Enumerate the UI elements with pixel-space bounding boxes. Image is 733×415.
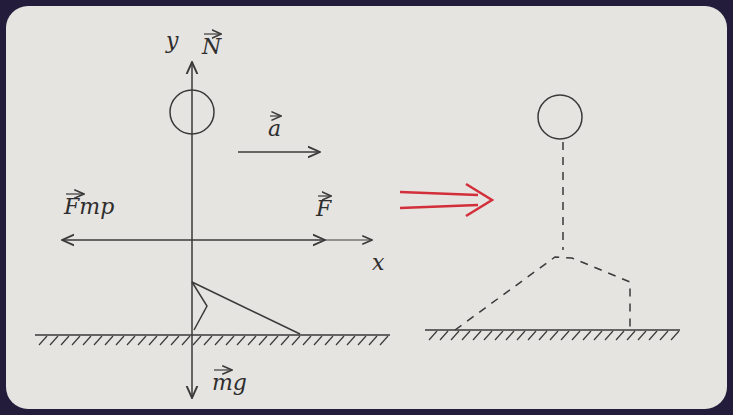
force-label: N bbox=[202, 36, 221, 58]
hatch-mark bbox=[105, 336, 113, 345]
axis-label: x bbox=[372, 252, 384, 274]
transition-arrow bbox=[400, 205, 478, 208]
hatch-mark bbox=[358, 336, 366, 345]
hatch-mark bbox=[149, 336, 157, 345]
hatch-mark bbox=[660, 331, 668, 340]
friction-arrow bbox=[62, 239, 192, 241]
hatch-mark bbox=[226, 336, 234, 345]
force-label: F bbox=[316, 198, 331, 220]
hatch-mark bbox=[182, 336, 190, 345]
head-circle bbox=[538, 95, 582, 139]
hatch-mark bbox=[160, 336, 168, 345]
hatch-mark bbox=[605, 331, 613, 340]
hatch-mark bbox=[517, 331, 525, 340]
dashed-fallen-figure bbox=[455, 257, 630, 330]
normal-force-arrow bbox=[191, 62, 193, 240]
hatch-mark bbox=[193, 336, 201, 345]
hatch-mark bbox=[594, 331, 602, 340]
hatch-mark bbox=[616, 331, 624, 340]
hatch-mark bbox=[292, 336, 300, 345]
bent-leg bbox=[192, 282, 207, 330]
vector-sign bbox=[270, 115, 281, 116]
hatch-mark bbox=[528, 331, 536, 340]
hatch-mark bbox=[50, 336, 58, 345]
hatch-mark bbox=[572, 331, 580, 340]
dashed-body bbox=[562, 142, 564, 250]
force-label: Fтр bbox=[64, 196, 114, 218]
transition-arrowhead bbox=[466, 184, 492, 216]
vector-sign bbox=[204, 33, 221, 34]
hatch-mark bbox=[94, 336, 102, 345]
hatch-mark bbox=[72, 336, 80, 345]
hatch-mark bbox=[583, 331, 591, 340]
hatch-mark bbox=[506, 331, 514, 340]
hatch-mark bbox=[270, 336, 278, 345]
hatch-mark bbox=[215, 336, 223, 345]
hatch-mark bbox=[369, 336, 377, 345]
hatch-mark bbox=[259, 336, 267, 345]
hatch-mark bbox=[248, 336, 256, 345]
hatch-mark bbox=[451, 331, 459, 340]
hatch-mark bbox=[380, 336, 388, 345]
hatch-mark bbox=[204, 336, 212, 345]
hatch-mark bbox=[237, 336, 245, 345]
hatch-mark bbox=[314, 336, 322, 345]
hatch-mark bbox=[325, 336, 333, 345]
hatch-mark bbox=[550, 331, 558, 340]
hatch-mark bbox=[484, 331, 492, 340]
hatch-mark bbox=[347, 336, 355, 345]
hatch-mark bbox=[281, 336, 289, 345]
vector-sign bbox=[214, 369, 232, 370]
vector-sign bbox=[66, 193, 84, 194]
force-label: mg bbox=[212, 372, 247, 394]
hatch-mark bbox=[39, 336, 47, 345]
hatch-mark bbox=[429, 331, 437, 340]
hatch-mark bbox=[440, 331, 448, 340]
transition-arrow bbox=[400, 192, 478, 195]
hatch-mark bbox=[336, 336, 344, 345]
axis-label: y bbox=[166, 30, 178, 52]
hatch-mark bbox=[171, 336, 179, 345]
hatch-mark bbox=[61, 336, 69, 345]
hatch-mark bbox=[638, 331, 646, 340]
hatch-mark bbox=[671, 331, 679, 340]
x-axis bbox=[325, 239, 372, 240]
straight-leg bbox=[192, 282, 300, 334]
hatch-mark bbox=[649, 331, 657, 340]
hatch-mark bbox=[116, 336, 124, 345]
gravity-arrow bbox=[191, 240, 193, 398]
hatch-mark bbox=[83, 336, 91, 345]
acceleration-arrow bbox=[238, 151, 320, 153]
force-label: a bbox=[268, 118, 281, 140]
hatch-mark bbox=[561, 331, 569, 340]
hatch-mark bbox=[473, 331, 481, 340]
hatch-mark bbox=[495, 331, 503, 340]
hatch-mark bbox=[303, 336, 311, 345]
ground-line bbox=[35, 334, 390, 336]
applied-force-arrow bbox=[192, 239, 325, 241]
ground-line bbox=[425, 329, 680, 331]
vector-sign bbox=[318, 195, 331, 196]
hatch-mark bbox=[627, 331, 635, 340]
hatch-mark bbox=[138, 336, 146, 345]
hatch-mark bbox=[539, 331, 547, 340]
hatch-mark bbox=[127, 336, 135, 345]
hatch-mark bbox=[462, 331, 470, 340]
